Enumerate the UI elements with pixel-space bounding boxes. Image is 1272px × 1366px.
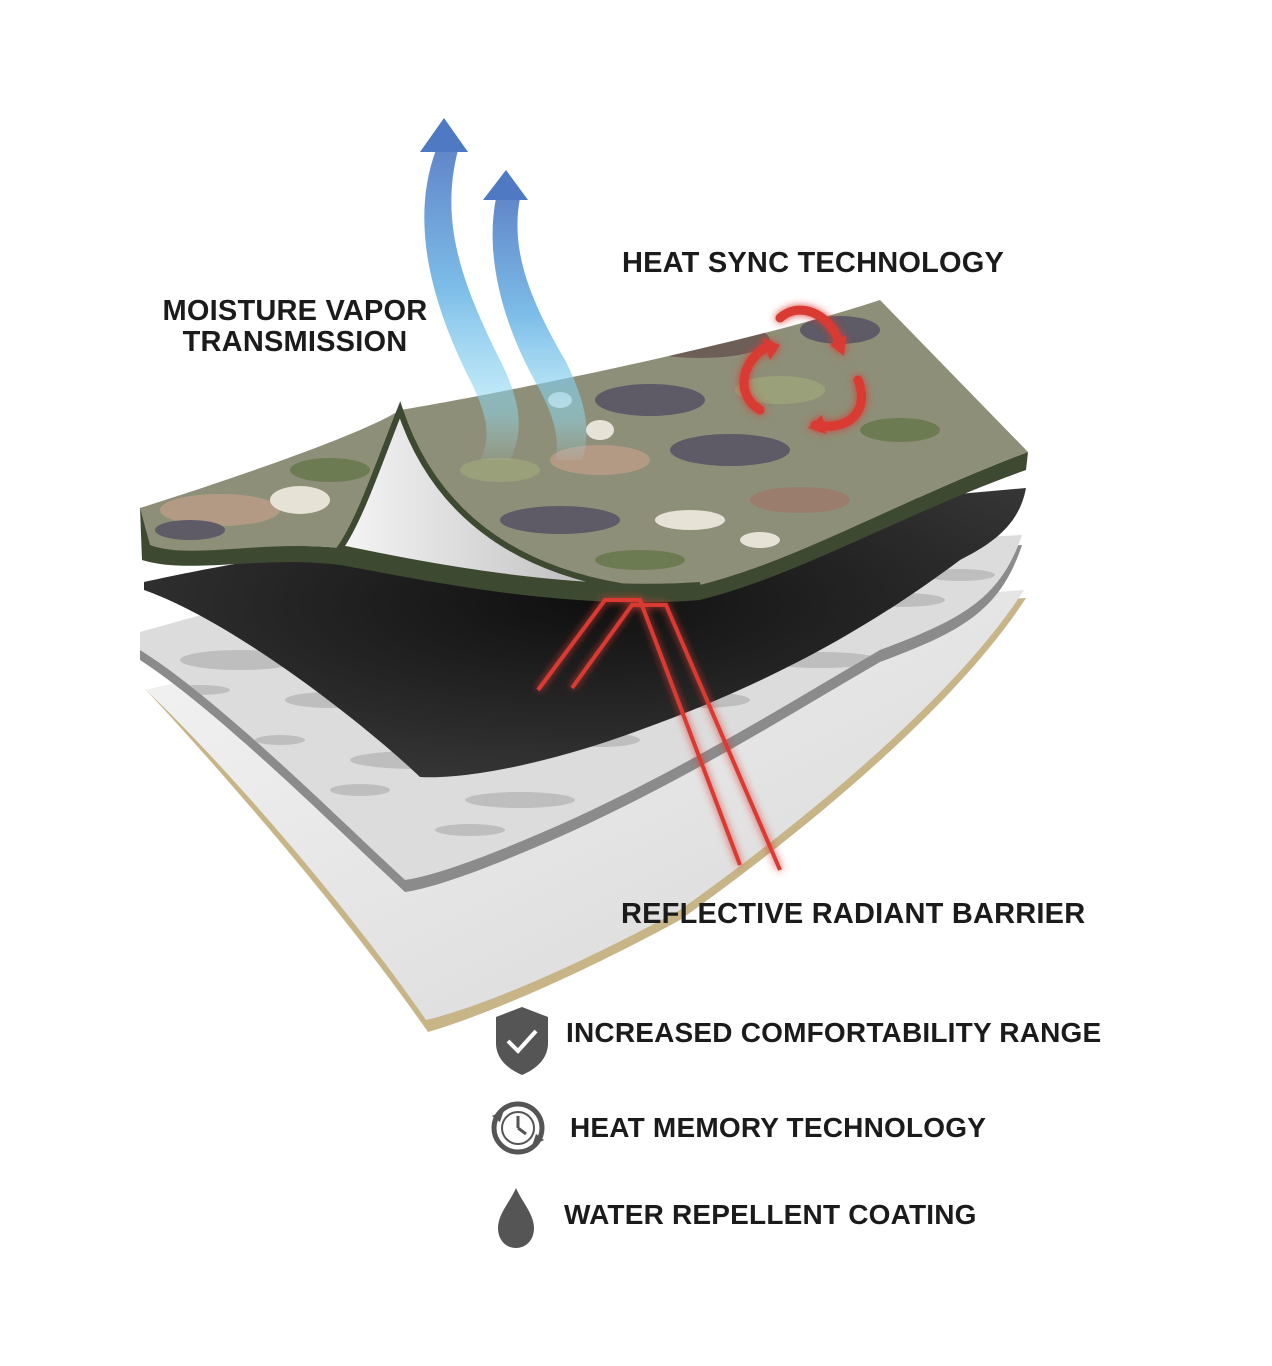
moisture-vapor-label-line2: TRANSMISSION <box>182 326 408 358</box>
clock-cycle-icon <box>491 1101 545 1155</box>
curled-corner <box>334 401 702 593</box>
moisture-vapor-arrows <box>420 118 587 460</box>
shield-check-icon <box>496 1007 548 1075</box>
moisture-vapor-label-line1: MOISTURE VAPOR <box>162 295 428 327</box>
feature-heat-memory: HEAT MEMORY TECHNOLOGY <box>490 1095 1130 1165</box>
moisture-vapor-label: MOISTURE VAPOR TRANSMISSION <box>150 296 440 358</box>
feature-water-repellent-label: WATER REPELLENT COATING <box>564 1199 977 1230</box>
heat-sync-icon <box>739 305 866 434</box>
feature-comfort-range-label: INCREASED COMFORTABILITY RANGE <box>566 1017 1102 1048</box>
heat-sync-label: HEAT SYNC TECHNOLOGY <box>622 247 1005 279</box>
water-drop-icon <box>498 1188 534 1248</box>
feature-heat-memory-label: HEAT MEMORY TECHNOLOGY <box>570 1112 987 1143</box>
reflective-barrier-label: REFLECTIVE RADIANT BARRIER <box>621 898 1086 930</box>
feature-comfort-range: INCREASED COMFORTABILITY RANGE <box>490 1000 1130 1070</box>
feature-water-repellent: WATER REPELLENT COATING <box>490 1184 1130 1254</box>
radiant-barrier-arrows <box>536 598 782 871</box>
camo-layer-edge <box>140 452 1028 603</box>
